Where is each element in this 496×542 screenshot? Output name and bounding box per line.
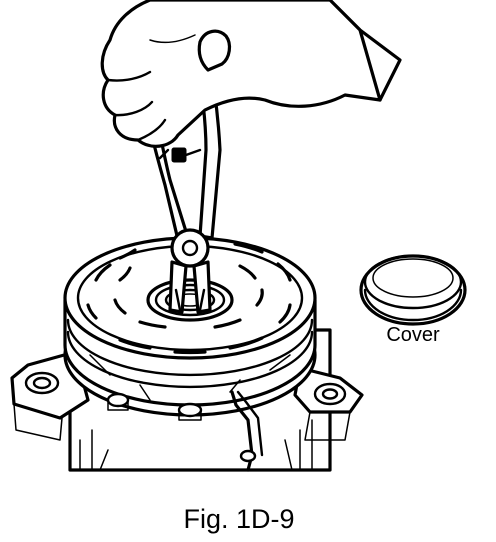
cover-part <box>359 254 467 326</box>
hand <box>100 0 402 148</box>
cover-label: Cover <box>386 324 440 346</box>
mounting-ear-right <box>293 366 364 441</box>
body-bolts <box>106 392 203 421</box>
wire-harness <box>230 390 264 472</box>
figure-caption: Fig. 1D-9 <box>183 504 294 534</box>
